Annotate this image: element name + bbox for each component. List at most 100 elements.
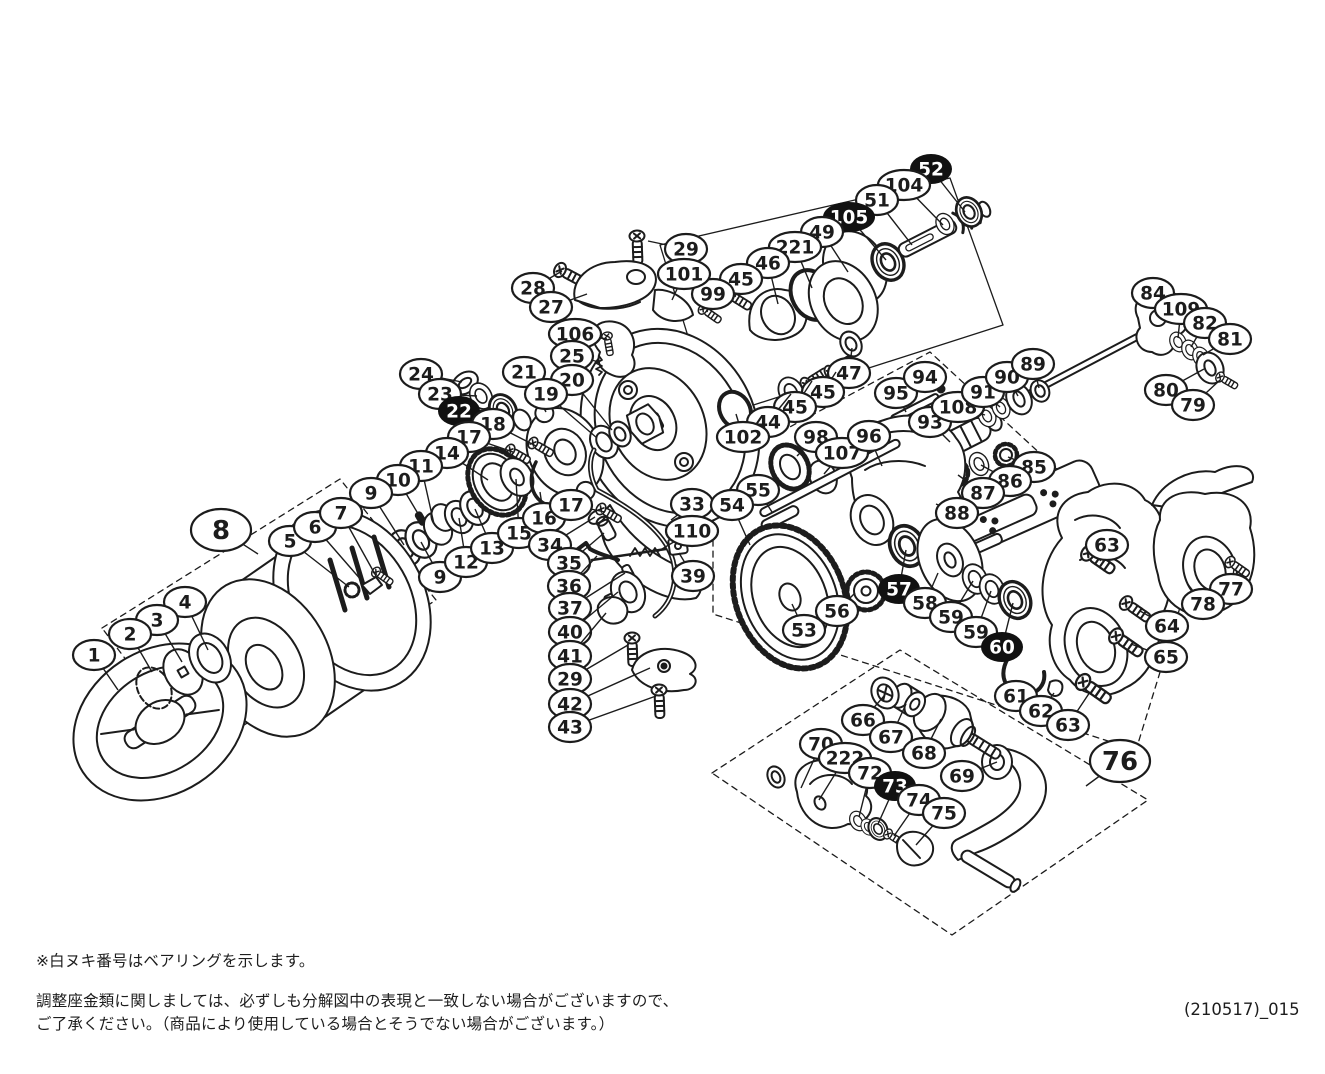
callout-68-97: 68	[901, 718, 947, 770]
svg-text:4: 4	[179, 593, 192, 614]
svg-text:37: 37	[557, 599, 583, 620]
callout-27-12: 27	[528, 290, 588, 324]
callout-19-20: 19	[523, 377, 598, 439]
callout-9-26: 9	[348, 476, 405, 546]
svg-text:82: 82	[1192, 314, 1218, 335]
callout-1-41: 1	[71, 638, 119, 691]
svg-text:63: 63	[1055, 716, 1081, 737]
disclaimer-line-1: 調整座金類に関しましては、必ずしも分解図中の表現と一致しない場合がございますので…	[36, 992, 679, 1010]
svg-text:51: 51	[864, 191, 890, 212]
svg-text:19: 19	[533, 385, 559, 406]
callout-56-86: 56	[814, 592, 860, 628]
svg-text:91: 91	[970, 383, 996, 404]
callout-102-59: 102	[715, 413, 771, 454]
callout-63-80: 63	[1084, 528, 1130, 562]
callout-layer: 5210451105492214645992910128271062524232…	[71, 154, 1254, 846]
svg-text:94: 94	[912, 368, 938, 389]
svg-text:27: 27	[538, 298, 564, 319]
spool-art	[72, 508, 432, 802]
svg-text:1: 1	[88, 646, 101, 667]
svg-text:57: 57	[886, 580, 912, 601]
svg-text:29: 29	[673, 240, 699, 261]
callout-88-73: 88	[934, 496, 980, 530]
callout-54-54: 54	[709, 488, 755, 546]
callout-79-79: 79	[1170, 379, 1221, 422]
svg-text:36: 36	[556, 577, 582, 598]
svg-text:67: 67	[878, 728, 904, 749]
callout-25-14: 25	[549, 339, 601, 373]
svg-text:33: 33	[679, 495, 705, 516]
svg-text:39: 39	[680, 567, 706, 588]
svg-text:110: 110	[673, 522, 712, 543]
callout-53-85: 53	[781, 603, 827, 647]
svg-text:15: 15	[506, 524, 532, 545]
svg-text:106: 106	[556, 325, 595, 346]
svg-text:9: 9	[434, 568, 447, 589]
callout-47-55: 47	[826, 347, 872, 390]
svg-text:22: 22	[446, 402, 472, 423]
callout-7-37: 7	[318, 496, 377, 577]
svg-text:20: 20	[559, 371, 585, 392]
svg-text:80: 80	[1153, 381, 1179, 402]
callout-96-62: 96	[846, 419, 892, 467]
svg-text:66: 66	[850, 711, 876, 732]
svg-text:45: 45	[728, 270, 754, 291]
svg-text:25: 25	[559, 347, 585, 368]
callout-107-61: 107	[814, 436, 870, 475]
svg-text:75: 75	[931, 804, 957, 825]
callout-69-98: 69	[939, 759, 998, 793]
callout-101-10: 101	[656, 257, 712, 301]
callout-39-44: 39	[670, 552, 716, 593]
svg-text:64: 64	[1154, 617, 1180, 638]
svg-text:69: 69	[949, 767, 975, 788]
svg-text:76: 76	[1102, 747, 1138, 777]
callout-90-68: 90	[984, 360, 1030, 397]
disclaimer-note: 調整座金類に関しましては、必ずしも分解図中の表現と一致しない場合がございますので…	[36, 990, 678, 1036]
callout-35-45: 35	[546, 532, 605, 580]
svg-text:60: 60	[989, 638, 1015, 659]
svg-text:77: 77	[1218, 580, 1244, 601]
svg-text:56: 56	[824, 602, 850, 623]
callout-94-64: 94	[902, 360, 948, 394]
svg-text:45: 45	[810, 383, 836, 404]
svg-text:53: 53	[791, 621, 817, 642]
svg-text:17: 17	[558, 496, 584, 517]
svg-text:68: 68	[911, 744, 937, 765]
svg-text:101: 101	[665, 265, 704, 286]
svg-text:63: 63	[1094, 536, 1120, 557]
callout-5-35: 5	[267, 524, 350, 588]
side-cover-art	[1151, 465, 1256, 616]
svg-text:47: 47	[836, 364, 862, 385]
svg-text:29: 29	[557, 670, 583, 691]
svg-text:90: 90	[994, 368, 1020, 389]
callout-66-95: 66	[840, 695, 886, 737]
drag-train-art	[720, 191, 992, 412]
svg-text:2: 2	[124, 625, 137, 646]
callout-81-77: 81	[1202, 322, 1253, 356]
callout-78-84: 78	[1180, 582, 1226, 621]
callout-60-91: 60	[981, 602, 1023, 662]
bearing-note: ※白ヌキ番号はベアリングを示します。	[36, 952, 315, 970]
svg-text:43: 43	[557, 718, 583, 739]
svg-text:96: 96	[856, 427, 882, 448]
callout-41-49: 41	[547, 612, 607, 673]
callout-29-9: 29	[647, 232, 709, 266]
callout-87-72: 87	[957, 474, 1006, 510]
svg-text:42: 42	[557, 695, 583, 716]
svg-text:59: 59	[963, 623, 989, 644]
svg-text:93: 93	[917, 413, 943, 434]
svg-text:12: 12	[453, 553, 479, 574]
callout-17-33: 17	[548, 488, 606, 522]
svg-text:45: 45	[782, 398, 808, 419]
svg-text:65: 65	[1153, 648, 1179, 669]
svg-text:21: 21	[511, 363, 537, 384]
callout-106-13: 106	[547, 317, 608, 351]
svg-text:88: 88	[944, 504, 970, 525]
diagram-artwork	[72, 177, 1256, 936]
bail-arm-art	[550, 229, 725, 327]
svg-text:9: 9	[365, 484, 378, 505]
svg-text:99: 99	[700, 285, 726, 306]
svg-text:5: 5	[284, 532, 297, 553]
svg-text:41: 41	[557, 647, 583, 668]
callout-82-76: 82	[1182, 306, 1228, 348]
